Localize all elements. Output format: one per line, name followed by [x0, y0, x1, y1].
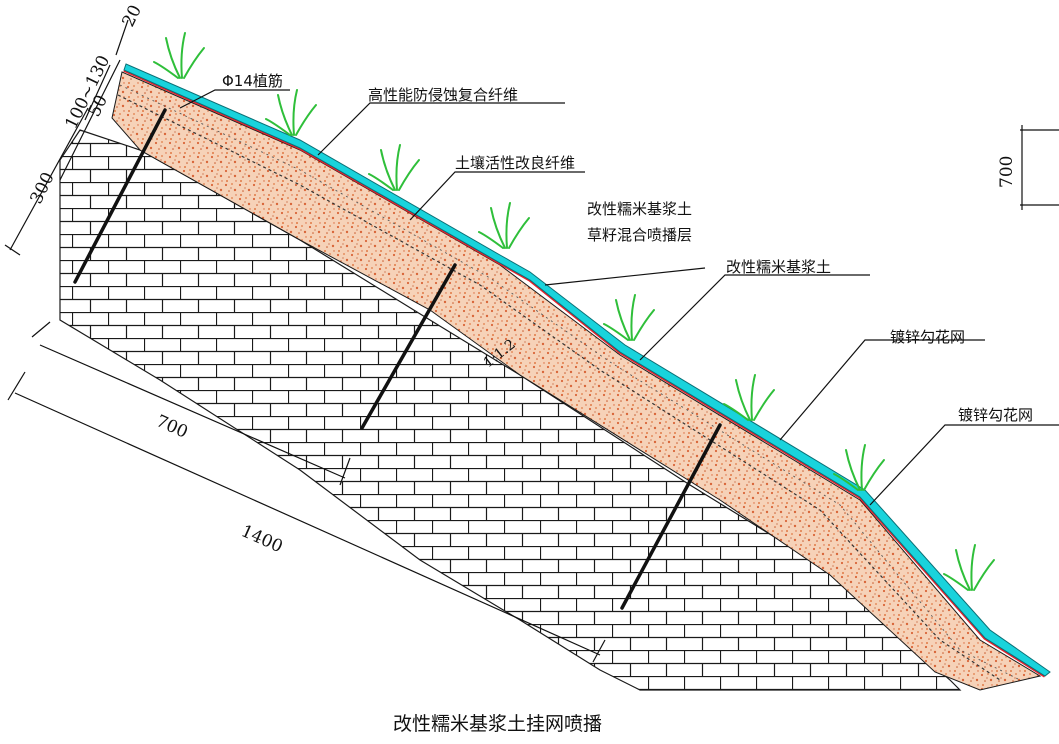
dim-100-130: 100~130	[62, 52, 115, 132]
right-dimension	[1020, 125, 1059, 210]
dim-700-right: 700	[997, 156, 1017, 188]
anchor-rebars	[73, 108, 722, 610]
dim-1400: 1400	[238, 521, 286, 557]
rebar-label: Φ14植筋	[222, 72, 283, 90]
fiber-top-label: 高性能防侵蚀复合纤维	[368, 86, 518, 104]
dim-700-left: 700	[153, 411, 191, 442]
dim-20: 20	[119, 2, 146, 30]
dim-300: 300	[27, 169, 59, 207]
paste-label: 改性糯米基浆土	[726, 258, 831, 276]
diagram-caption: 改性糯米基浆土挂网喷播	[393, 713, 602, 735]
grass-tufts	[153, 32, 995, 591]
mesh-label-2: 镀锌勾花网	[958, 406, 1033, 424]
mix-label-line2: 草籽混合喷播层	[587, 226, 692, 244]
paste-soil-layer	[111, 71, 1042, 691]
leader-lines	[179, 89, 1059, 506]
mesh-label-1: 镀锌勾花网	[890, 328, 965, 346]
mesh-inner-line-2	[119, 84, 1021, 681]
cyan-surface-layer	[123, 63, 1051, 677]
masonry-rock-mass	[59, 129, 962, 691]
soil-fiber-label: 土壤活性改良纤维	[455, 154, 575, 172]
mix-label-line1: 改性糯米基浆土	[587, 200, 692, 218]
left-dimension-lines	[4, 19, 606, 663]
